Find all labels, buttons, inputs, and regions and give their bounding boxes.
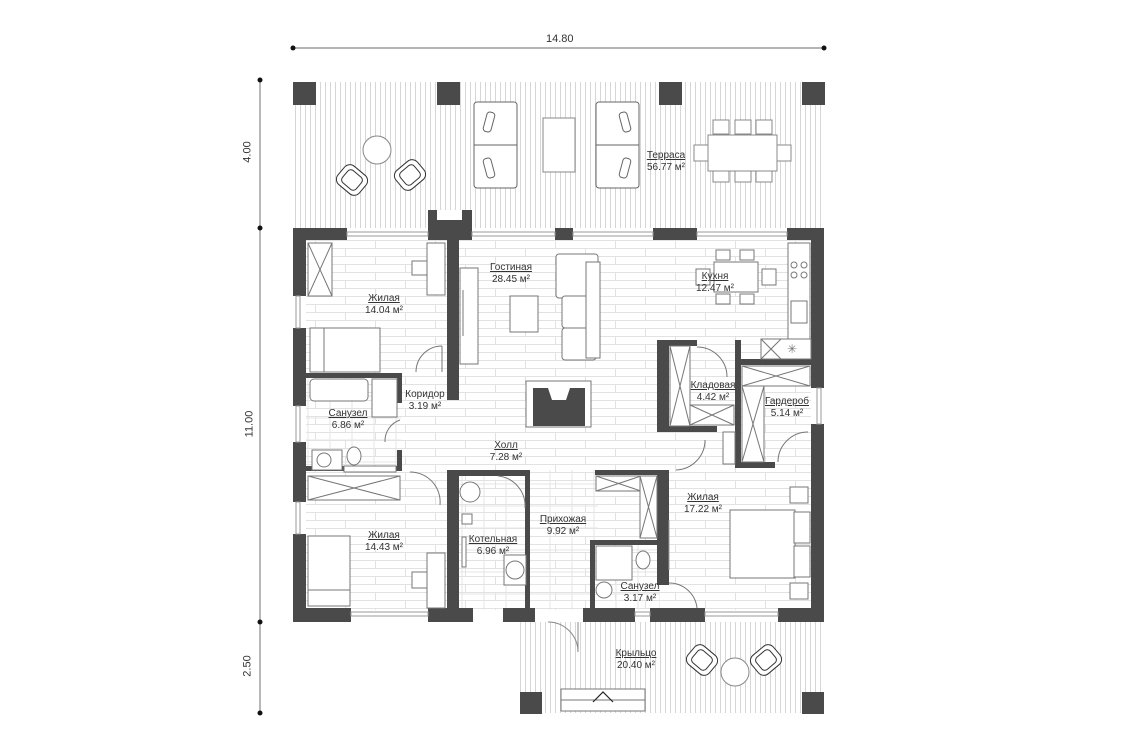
armchair-icon (393, 159, 427, 191)
sofa-icon (595, 101, 640, 189)
terrace (293, 82, 825, 228)
armchair-icon (335, 164, 369, 196)
room-label-hall: Холл 7.28 м² (489, 440, 523, 463)
room-label-porch: Крыльцо 20.40 м² (615, 648, 657, 671)
room-label-living-room: Гостиная 28.45 м² (490, 262, 532, 285)
arrow-up-icon (592, 691, 614, 703)
dimension-left (257, 77, 263, 716)
sofa-icon (473, 101, 518, 189)
room-label-bedroom-1: Жилая 14.04 м² (364, 293, 404, 316)
dimension-house-label: 11.00 (243, 410, 256, 438)
room-label-terrace: Терраса 56.77 м² (646, 150, 686, 173)
armchair-icon (749, 644, 783, 676)
windows (295, 231, 822, 617)
dimension-top (290, 45, 827, 51)
room-label-bedroom-3: Жилая 17.22 м² (683, 492, 723, 515)
steps (560, 688, 646, 712)
dimension-terrace-label: 4.00 (241, 141, 254, 163)
room-label-entry-hall: Прихожая 9.92 м² (539, 514, 587, 537)
room-label-boiler-room: Котельная 6.96 м² (468, 534, 518, 557)
dimension-porch-label: 2.50 (241, 655, 254, 677)
armchair-icon (685, 644, 719, 676)
walls (293, 210, 824, 622)
terrace-table (542, 117, 576, 173)
svg-text:✳: ✳ (787, 342, 797, 356)
furniture: ✳ (307, 242, 812, 609)
room-label-corridor: Коридор 3.19 м² (405, 389, 445, 412)
porch (520, 621, 824, 714)
room-label-pantry: Кладовая 4.42 м² (690, 380, 736, 403)
dimension-width-label: 14.80 (546, 33, 574, 45)
room-label-bathroom-1: Санузел 6.86 м² (328, 408, 368, 431)
room-label-bedroom-2: Жилая 14.43 м² (364, 530, 404, 553)
room-label-kitchen: Кухня 12.47 м² (695, 271, 735, 294)
room-label-bathroom-2: Санузел 3.17 м² (620, 581, 660, 604)
dining-set-icon (693, 119, 792, 183)
room-label-wardrobe: Гардероб 5.14 м² (765, 396, 809, 419)
